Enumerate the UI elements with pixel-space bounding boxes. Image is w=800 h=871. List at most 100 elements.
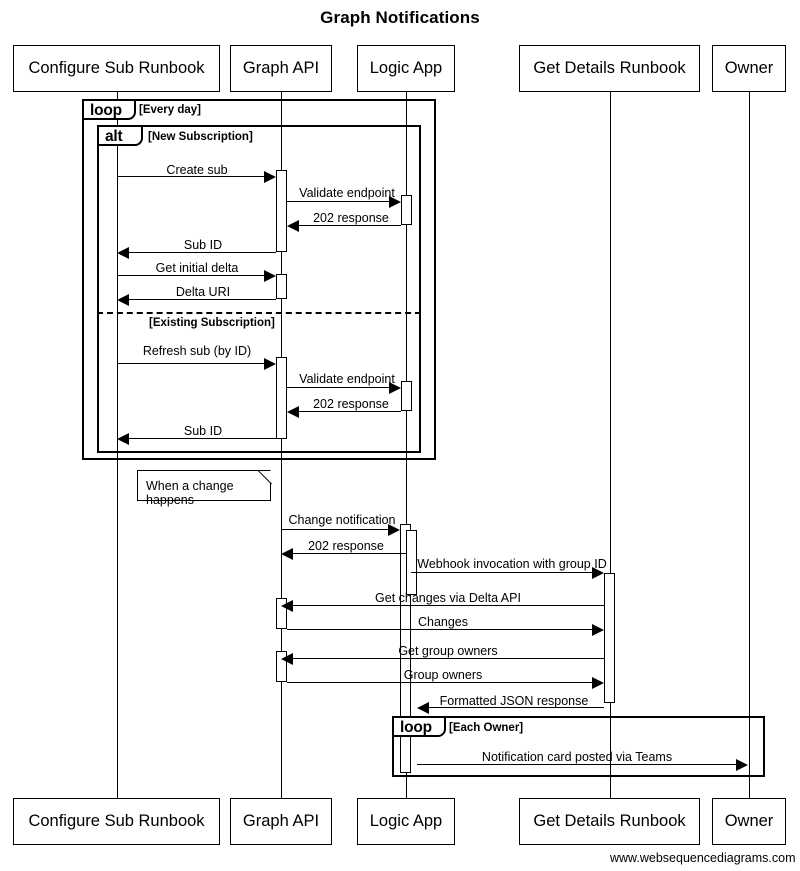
arrow-right-icon-get-initial-delta	[264, 270, 276, 282]
message-label-notification-card: Notification card posted via Teams	[481, 750, 673, 764]
message-line-202-response-2	[299, 411, 401, 413]
actor-box-configure-sub-runbook-bottom[interactable]: Configure Sub Runbook	[13, 798, 220, 845]
frame-alt-subscription	[97, 125, 421, 453]
frame-alt-subscription-condition: [New Subscription]	[148, 131, 253, 143]
actor-label: Configure Sub Runbook	[28, 812, 205, 831]
actor-box-graph-api-bottom[interactable]: Graph API	[230, 798, 332, 845]
message-line-202-response-3	[293, 553, 406, 555]
actor-label: Logic App	[369, 812, 443, 831]
frame-alt-subscription-label: alt	[97, 125, 143, 146]
page-title: Graph Notifications	[320, 8, 480, 27]
lifeline-get-details-runbook	[609, 92, 611, 802]
activation-logic-app-validate-1	[401, 195, 412, 225]
message-label-get-changes-delta: Get changes via Delta API	[375, 591, 521, 605]
arrow-right-icon-group-owners	[592, 677, 604, 689]
actor-label: Owner	[724, 59, 774, 78]
message-line-get-group-owners	[293, 658, 604, 660]
actor-box-configure-sub-runbook-top[interactable]: Configure Sub Runbook	[13, 45, 220, 92]
actor-box-logic-app-top[interactable]: Logic App	[357, 45, 455, 92]
message-label-formatted-json-response: Formatted JSON response	[439, 694, 589, 708]
arrow-right-icon-validate-endpoint-1	[389, 196, 401, 208]
message-line-change-notification	[282, 529, 388, 531]
message-line-changes	[287, 629, 596, 631]
arrow-right-icon-changes	[592, 624, 604, 636]
arrow-left-icon-get-changes-delta	[281, 600, 293, 612]
message-label-202-response-1: 202 response	[313, 211, 389, 225]
message-line-get-changes-delta	[293, 605, 604, 607]
actor-box-graph-api-top[interactable]: Graph API	[230, 45, 332, 92]
actor-box-get-details-runbook-bottom[interactable]: Get Details Runbook	[519, 798, 700, 845]
arrow-left-icon-sub-id-2	[117, 433, 129, 445]
alt-divider	[97, 312, 421, 314]
activation-logic-app-outer	[400, 524, 411, 773]
arrow-left-icon-delta-uri	[117, 294, 129, 306]
message-line-refresh-sub	[117, 363, 269, 365]
frame-loop-every-day-condition: [Every day]	[139, 104, 202, 116]
message-label-sub-id-2: Sub ID	[183, 424, 223, 438]
note-when-a-change-happens: When a change happens	[137, 470, 271, 507]
arrow-right-icon-create-sub	[264, 171, 276, 183]
actor-label: Owner	[724, 812, 774, 831]
arrow-left-icon-202-response-1	[287, 220, 299, 232]
arrow-left-icon-formatted-json-response	[417, 702, 429, 714]
actor-label: Get Details Runbook	[533, 59, 686, 78]
lifeline-graph-api	[281, 92, 283, 802]
activation-graph-api-owners	[276, 651, 287, 682]
arrow-right-icon-webhook-invocation	[592, 567, 604, 579]
message-label-get-group-owners: Get group owners	[398, 644, 498, 658]
message-label-changes: Changes	[417, 615, 469, 629]
lifeline-configure-sub-runbook	[116, 92, 118, 802]
message-line-sub-id-2	[129, 438, 276, 440]
activation-graph-api-initial-delta	[276, 274, 287, 299]
message-label-sub-id-1: Sub ID	[183, 238, 223, 252]
frame-loop-each-owner-label: loop	[392, 716, 446, 737]
message-line-create-sub	[117, 176, 269, 178]
activation-graph-api-delta	[276, 598, 287, 629]
message-label-202-response-3: 202 response	[308, 539, 384, 553]
message-line-validate-endpoint-1	[287, 201, 393, 203]
message-line-group-owners	[287, 682, 596, 684]
arrow-right-icon-change-notification	[388, 524, 400, 536]
message-label-refresh-sub: Refresh sub (by ID)	[142, 344, 252, 358]
message-label-delta-uri: Delta URI	[175, 285, 231, 299]
actor-label: Graph API	[242, 812, 320, 831]
actor-label: Logic App	[369, 59, 443, 78]
message-line-webhook-invocation	[411, 572, 593, 574]
message-label-validate-endpoint-2: Validate endpoint	[299, 372, 395, 386]
lifeline-owner	[748, 92, 750, 802]
frame-loop-every-day-label: loop	[82, 99, 136, 120]
message-line-delta-uri	[129, 299, 276, 301]
message-label-webhook-invocation: Webhook invocation with group ID	[417, 557, 607, 571]
actor-label: Graph API	[242, 59, 320, 78]
message-label-change-notification: Change notification	[288, 513, 396, 527]
activation-logic-app-validate-2	[401, 381, 412, 411]
activation-graph-api-create-sub	[276, 170, 287, 252]
actor-box-logic-app-bottom[interactable]: Logic App	[357, 798, 455, 845]
message-line-sub-id-1	[129, 252, 276, 254]
message-line-notification-card	[417, 764, 737, 766]
message-label-create-sub: Create sub	[166, 163, 228, 177]
message-label-get-initial-delta: Get initial delta	[155, 261, 239, 275]
frame-loop-every-day	[82, 99, 436, 460]
activation-get-details-runbook	[604, 573, 615, 703]
message-label-group-owners: Group owners	[403, 668, 483, 682]
message-line-202-response-1	[299, 225, 401, 227]
actor-box-owner-bottom[interactable]: Owner	[712, 798, 786, 845]
activation-logic-app-inner	[406, 530, 417, 595]
message-label-validate-endpoint-1: Validate endpoint	[299, 186, 395, 200]
arrow-left-icon-sub-id-1	[117, 247, 129, 259]
arrow-left-icon-202-response-2	[287, 406, 299, 418]
arrow-right-icon-validate-endpoint-2	[389, 382, 401, 394]
arrow-left-icon-get-group-owners	[281, 653, 293, 665]
message-label-202-response-2: 202 response	[313, 397, 389, 411]
actor-box-get-details-runbook-top[interactable]: Get Details Runbook	[519, 45, 700, 92]
frame-alt-else-condition: [Existing Subscription]	[149, 317, 275, 329]
actor-box-owner-top[interactable]: Owner	[712, 45, 786, 92]
arrow-right-icon-refresh-sub	[264, 358, 276, 370]
lifeline-logic-app	[405, 92, 407, 802]
footer-attribution: www.websequencediagrams.com	[610, 851, 796, 865]
activation-graph-api-refresh-sub	[276, 357, 287, 439]
message-line-formatted-json-response	[429, 707, 604, 709]
note-text: When a change happens	[146, 479, 234, 507]
